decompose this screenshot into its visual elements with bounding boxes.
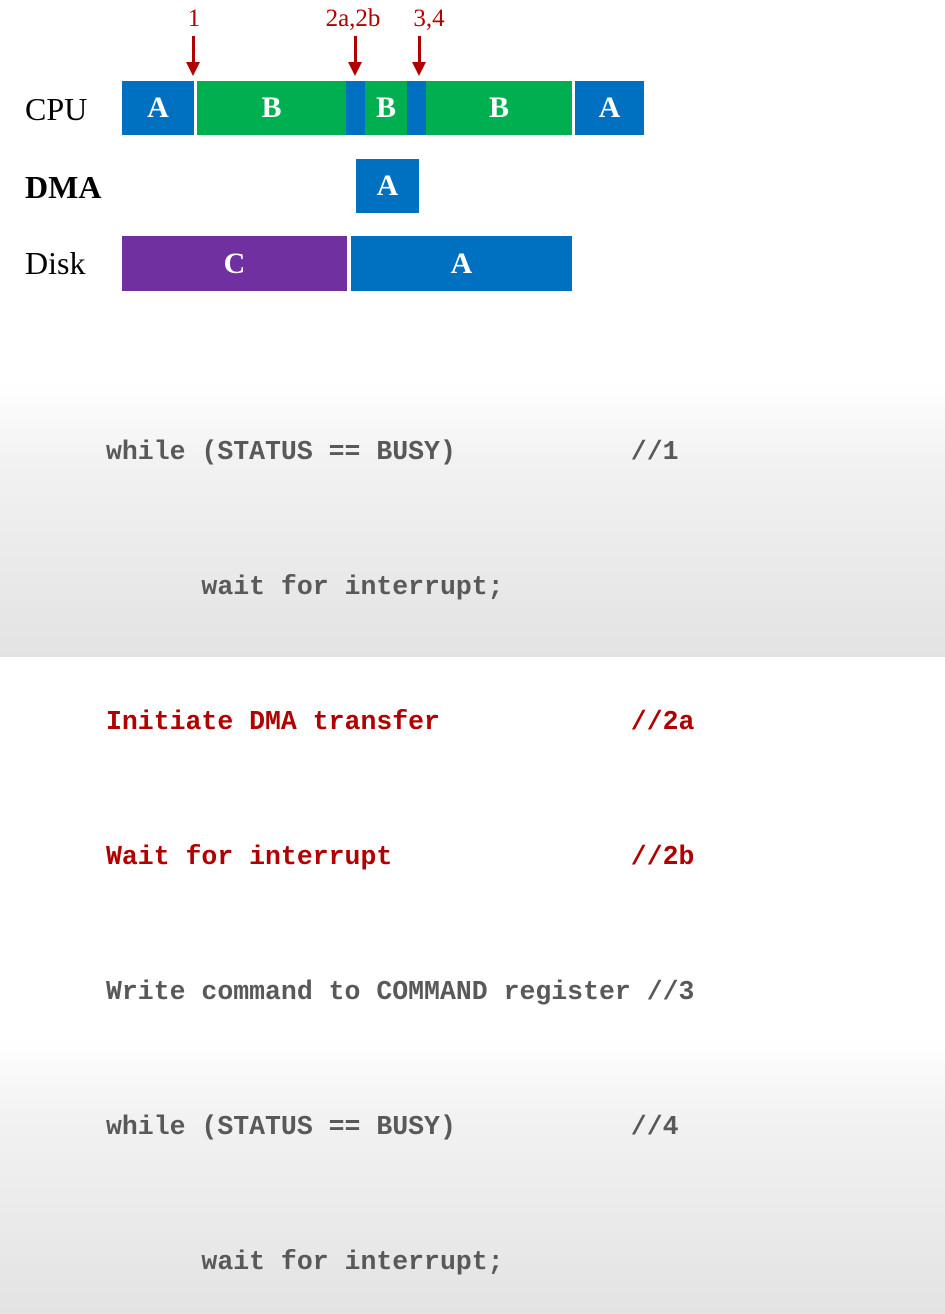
code-line-5: Write command to COMMAND register //3 [106, 977, 695, 1007]
row-label-disk: Disk [25, 245, 86, 281]
marker-arrow-3-4 [412, 36, 426, 76]
pseudocode-block: while (STATUS == BUSY) //1 wait for inte… [106, 340, 694, 1314]
disk-segment-c: C [122, 236, 347, 291]
row-label-cpu: CPU [25, 91, 88, 127]
cpu-segment-interrupt-2 [407, 81, 426, 135]
marker-label-1: 1 [187, 5, 201, 32]
marker-arrow-2a-2b [348, 36, 362, 76]
cpu-segment-b-1: B [197, 81, 346, 135]
code-line-7: wait for interrupt; [106, 1247, 504, 1277]
dma-segment-a: A [356, 159, 419, 213]
disk-segment-a: A [351, 236, 572, 291]
code-line-1: while (STATUS == BUSY) //1 [106, 437, 679, 467]
marker-arrow-1 [186, 36, 200, 76]
cpu-segment-a-1: A [122, 81, 194, 135]
cpu-segment-b-3: B [426, 81, 572, 135]
code-line-6: while (STATUS == BUSY) //4 [106, 1112, 679, 1142]
marker-label-2a-2b: 2a,2b [325, 5, 381, 32]
marker-label-3-4: 3,4 [413, 5, 445, 32]
code-line-4: Wait for interrupt //2b [106, 842, 695, 872]
cpu-segment-b-2: B [365, 81, 407, 135]
code-line-3: Initiate DMA transfer //2a [106, 707, 695, 737]
cpu-segment-interrupt-1 [346, 81, 365, 135]
row-label-dma: DMA [25, 169, 102, 205]
code-line-2: wait for interrupt; [106, 572, 504, 602]
cpu-segment-a-2: A [575, 81, 644, 135]
